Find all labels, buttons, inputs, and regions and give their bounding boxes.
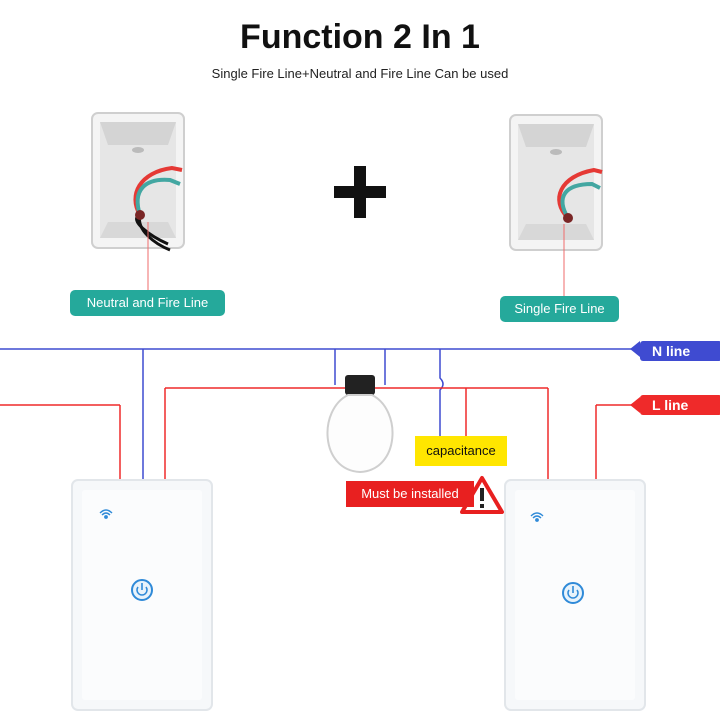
wifi-icon: [99, 509, 113, 519]
n-line-arrow: [630, 341, 640, 357]
n-line-label: N line: [640, 341, 720, 361]
l-line-arrow: [630, 397, 640, 413]
power-icon: [131, 579, 153, 601]
wall-box-right: [509, 114, 603, 296]
single-fire-line-tag: Single Fire Line: [500, 296, 619, 322]
bulb-icon: [326, 375, 394, 474]
plus-icon: [334, 166, 386, 218]
l-line-label: L line: [640, 395, 720, 415]
wall-box-left: [91, 112, 185, 290]
capacitance-label: capacitance: [415, 436, 507, 466]
wifi-icon: [530, 512, 544, 522]
page-title: Function 2 In 1: [240, 18, 480, 56]
neutral-fire-line-tag: Neutral and Fire Line: [70, 290, 225, 316]
page-subtitle: Single Fire Line+Neutral and Fire Line C…: [211, 66, 509, 81]
n-line-wires: [0, 348, 640, 480]
must-be-installed-label: Must be installed: [346, 481, 474, 507]
l-line-wires: [0, 387, 640, 480]
power-icon: [562, 582, 584, 604]
